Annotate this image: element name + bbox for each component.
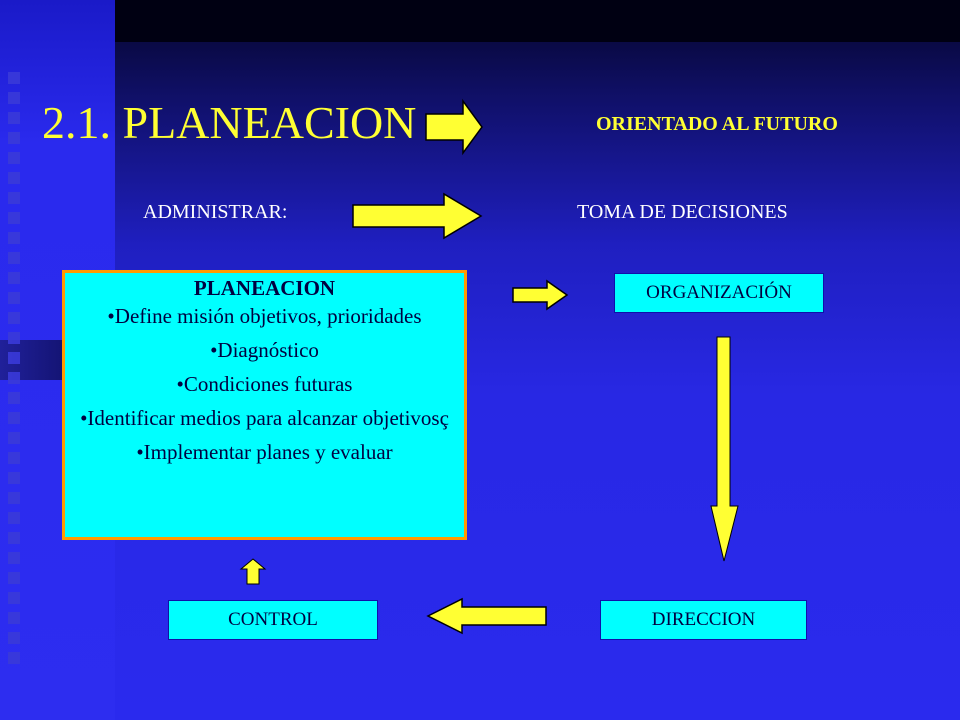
right-arrow-icon bbox=[352, 192, 483, 240]
planeacion-item: •Define misión objetivos, prioridades bbox=[107, 304, 422, 328]
planeacion-item: •Identificar medios para alcanzar objeti… bbox=[80, 406, 449, 430]
decorative-square bbox=[8, 472, 20, 484]
decorative-square bbox=[8, 412, 20, 424]
planeacion-item: •Implementar planes y evaluar bbox=[136, 440, 393, 464]
slide-title: 2.1. PLANEACION bbox=[42, 97, 417, 148]
organizacion-box: ORGANIZACIÓN bbox=[614, 273, 824, 313]
decorative-square bbox=[8, 152, 20, 164]
decorative-square bbox=[8, 572, 20, 584]
decorative-square bbox=[8, 432, 20, 444]
control-box: CONTROL bbox=[168, 600, 378, 640]
decorative-square bbox=[8, 212, 20, 224]
planeacion-heading: PLANEACION bbox=[193, 276, 336, 300]
left-arrow-icon bbox=[426, 597, 547, 635]
decorative-square bbox=[8, 492, 20, 504]
decorative-squares bbox=[8, 72, 20, 672]
right-arrow-icon bbox=[512, 279, 569, 311]
decorative-square bbox=[8, 552, 20, 564]
decorative-square bbox=[8, 132, 20, 144]
decorative-square bbox=[8, 632, 20, 644]
decorative-square bbox=[8, 352, 20, 364]
decorative-square bbox=[8, 512, 20, 524]
decorative-square bbox=[8, 612, 20, 624]
decorative-square bbox=[8, 172, 20, 184]
decorative-square bbox=[8, 92, 20, 104]
planeacion-item: •Condiciones futuras bbox=[176, 372, 353, 396]
decorative-square bbox=[8, 272, 20, 284]
decorative-square bbox=[8, 252, 20, 264]
decorative-square bbox=[8, 72, 20, 84]
decisiones-label: TOMA DE DECISIONES bbox=[577, 201, 788, 223]
right-arrow-icon bbox=[425, 98, 483, 156]
decorative-square bbox=[8, 292, 20, 304]
decorative-square bbox=[8, 312, 20, 324]
top-dark-band bbox=[115, 0, 960, 42]
down-arrow-icon bbox=[710, 336, 739, 562]
planeacion-item: •Diagnóstico bbox=[210, 338, 319, 362]
direccion-box: DIRECCION bbox=[600, 600, 807, 640]
planeacion-box: PLANEACION •Define misión objetivos, pri… bbox=[62, 270, 467, 540]
decorative-square bbox=[8, 652, 20, 664]
decorative-square bbox=[8, 232, 20, 244]
decorative-square bbox=[8, 532, 20, 544]
up-arrow-icon bbox=[239, 558, 267, 585]
administrar-label: ADMINISTRAR: bbox=[143, 201, 288, 223]
decorative-square bbox=[8, 372, 20, 384]
decorative-square bbox=[8, 452, 20, 464]
oriented-label: ORIENTADO AL FUTURO bbox=[596, 113, 838, 135]
decorative-square bbox=[8, 332, 20, 344]
decorative-square bbox=[8, 392, 20, 404]
decorative-square bbox=[8, 112, 20, 124]
decorative-square bbox=[8, 592, 20, 604]
decorative-square bbox=[8, 192, 20, 204]
